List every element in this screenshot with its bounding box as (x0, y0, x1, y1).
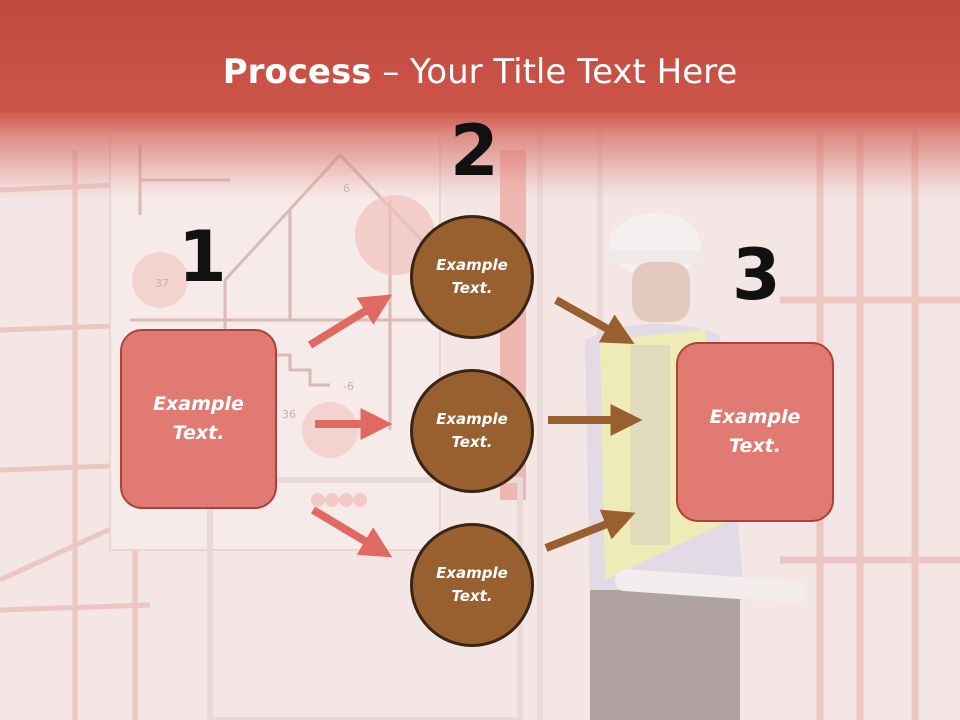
arrow-to-circle-1 (307, 294, 393, 349)
step-number-1: 1 (178, 216, 227, 298)
arrow-to-circle-3 (310, 506, 393, 558)
step-1-line2: Text. (172, 422, 225, 444)
step-3-line1: Example (709, 406, 801, 428)
circle-1-line1: Example (436, 256, 508, 274)
step-2-circle-2: Example Text. (410, 369, 534, 493)
step-2-circle-3: Example Text. (410, 523, 534, 647)
wall-disc-37 (132, 252, 188, 308)
step-3-line2: Text. (729, 435, 781, 457)
arrow-from-circle-3 (544, 509, 636, 552)
wall-number-37: 37 (155, 277, 169, 290)
wall-disc-36 (302, 402, 358, 458)
step-number-3: 3 (732, 234, 781, 316)
step-1-line1: Example (153, 393, 244, 415)
title-bold: Process (222, 52, 372, 92)
circle-2-line2: Text. (451, 433, 493, 451)
pink-dots (311, 493, 367, 507)
circle-1-line2: Text. (451, 279, 493, 297)
step-3-box-text: Example Text. (710, 403, 801, 461)
step-number-2: 2 (450, 110, 499, 192)
step-2-circle-1: Example Text. (410, 215, 534, 339)
arrow-from-circle-1 (554, 296, 635, 345)
slide-title: Process – Your Title Text Here (0, 52, 960, 92)
circle-2-line1: Example (436, 410, 508, 428)
title-rest: – Your Title Text Here (371, 52, 738, 92)
wall-number-minus-6: -6 (343, 380, 354, 393)
wall-number-36: 36 (282, 408, 296, 421)
step-1-box-text: Example Text. (153, 390, 244, 448)
circle-3-line1: Example (436, 564, 508, 582)
circle-3-line2: Text. (451, 587, 493, 605)
step-3-box: Example Text. (676, 342, 834, 522)
step-1-box: Example Text. (120, 329, 277, 509)
title-band (0, 0, 960, 200)
